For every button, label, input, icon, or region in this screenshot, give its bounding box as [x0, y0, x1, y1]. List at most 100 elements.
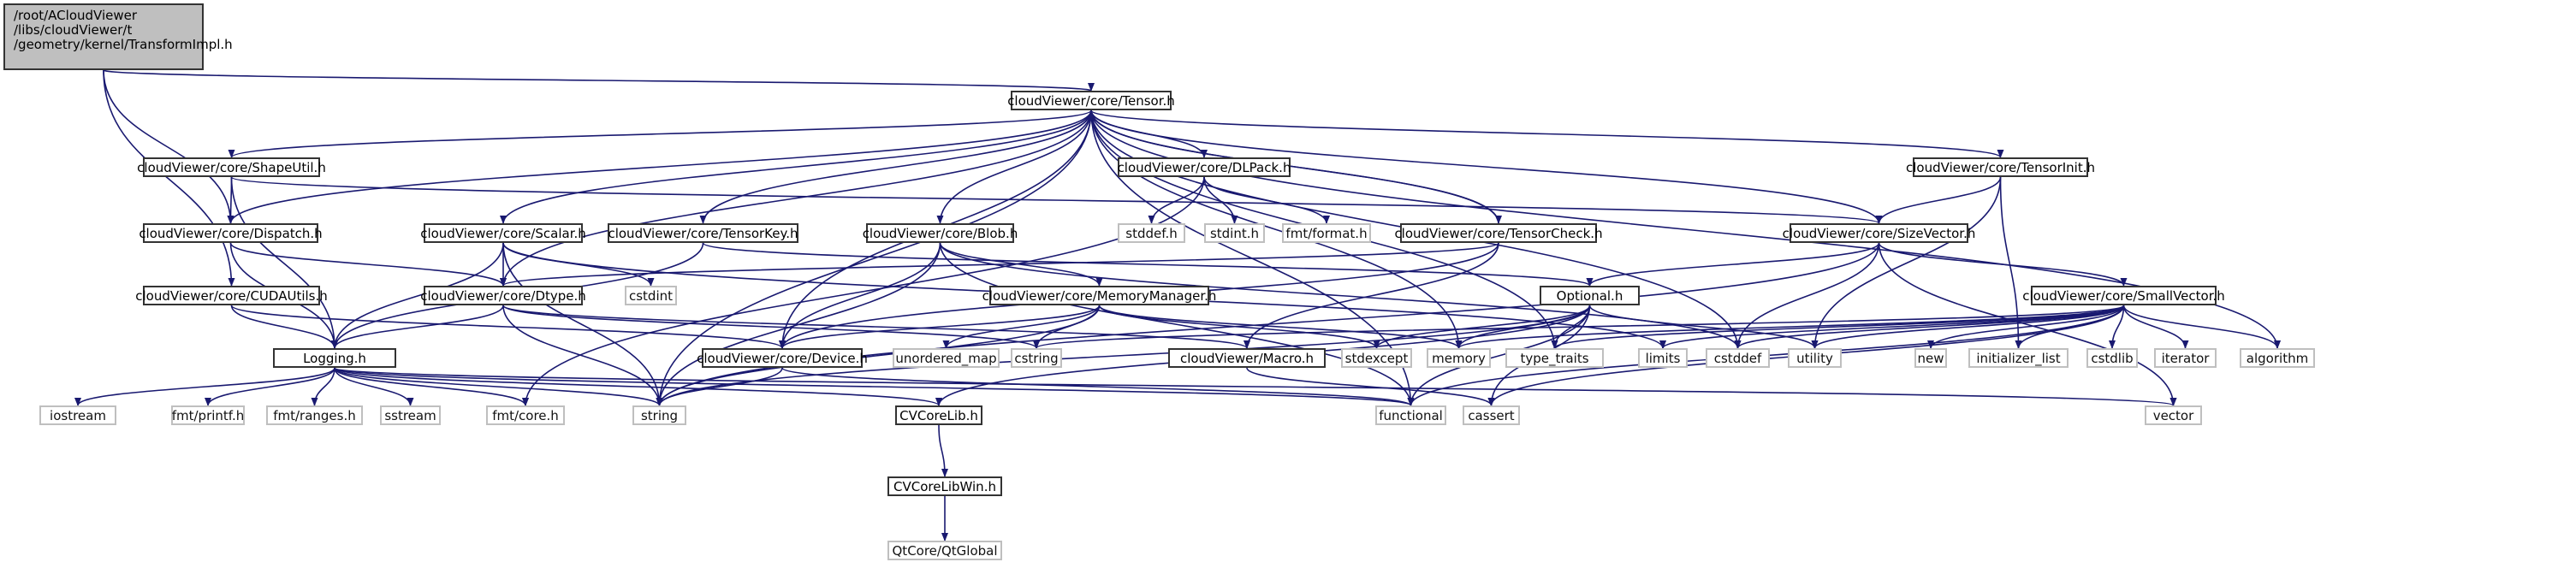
- node-initializer-list[interactable]: initializer_list: [1968, 348, 2069, 368]
- node-tensorinit[interactable]: cloudViewer/core/TensorInit.h: [1906, 157, 2095, 177]
- edge-logging-to-sstream: [334, 367, 414, 406]
- node-vector[interactable]: vector: [2145, 405, 2202, 425]
- edge-sizevector-to-string: [656, 242, 1880, 406]
- node-cstdint[interactable]: cstdint: [625, 286, 677, 305]
- edge-smallvector-to-cstring: [1033, 305, 2125, 349]
- edge-blob-to-device: [779, 242, 941, 349]
- edge-tensorcheck-to-tensor: [1088, 109, 1499, 224]
- node-root[interactable]: /root/ACloudViewer /libs/cloudViewer/t /…: [3, 3, 233, 70]
- node-tensorkey[interactable]: cloudViewer/core/TensorKey.h: [608, 223, 798, 243]
- edge-dtype-to-cstring: [502, 305, 1040, 349]
- node-utility[interactable]: utility: [1788, 348, 1842, 368]
- node-fmtcore[interactable]: fmt/core.h: [486, 405, 565, 425]
- edge-shapeutil-to-sizevector: [230, 176, 1882, 224]
- edge-tensorkey-to-optional: [702, 242, 1594, 287]
- edge-logging-to-cvcorelib: [334, 367, 942, 406]
- edge-tensor-to-dispatch: [227, 109, 1092, 224]
- node-cassert[interactable]: cassert: [1463, 405, 1520, 425]
- edge-logging-to-fmtprintf: [205, 367, 335, 406]
- node-functional[interactable]: functional: [1375, 405, 1446, 425]
- node-stddefh[interactable]: stddef.h: [1118, 223, 1185, 243]
- edge-memorymanager-to-memory: [1098, 305, 1463, 349]
- edge-smallvector-to-new: [1927, 305, 2125, 349]
- node-string[interactable]: string: [632, 405, 686, 425]
- node-sstream[interactable]: sstream: [380, 405, 441, 425]
- node-cvcorelib[interactable]: CVCoreLib.h: [895, 405, 982, 425]
- edge-device-to-functional: [781, 367, 1415, 406]
- node-fmtprintf[interactable]: fmt/printf.h: [171, 405, 245, 425]
- edge-tensorcheck-to-macro: [1243, 242, 1499, 349]
- edge-sizevector-to-optional: [1586, 242, 1880, 287]
- node-iostream[interactable]: iostream: [39, 405, 116, 425]
- edge-smallvector-to-limits: [1659, 305, 2125, 349]
- edge-dtype-to-logging: [331, 305, 504, 349]
- edge-cudautils-to-device: [230, 305, 786, 349]
- node-stdinth[interactable]: stdint.h: [1204, 223, 1265, 243]
- edge-tensor-to-sizevector: [1090, 109, 1883, 224]
- edge-dlpack-to-fmtcore: [522, 176, 1205, 406]
- node-fmtformat[interactable]: fmt/format.h: [1282, 223, 1371, 243]
- node-cudautils[interactable]: cloudViewer/core/CUDAUtils.h: [135, 286, 328, 305]
- edge-logging-to-string: [334, 367, 663, 406]
- node-smallvector[interactable]: cloudViewer/core/SmallVector.h: [2022, 286, 2225, 305]
- node-shapeutil[interactable]: cloudViewer/core/ShapeUtil.h: [137, 157, 326, 177]
- node-logging[interactable]: Logging.h: [273, 348, 396, 368]
- edge-tensor-to-shapeutil: [228, 109, 1092, 158]
- edge-optional-to-string: [656, 305, 1591, 406]
- node-cvcorelibwin[interactable]: CVCoreLibWin.h: [887, 476, 1002, 496]
- node-limits[interactable]: limits: [1638, 348, 1688, 368]
- node-new[interactable]: new: [1914, 348, 1947, 368]
- node-cstdlib[interactable]: cstdlib: [2086, 348, 2138, 368]
- node-sizevector[interactable]: cloudViewer/core/SizeVector.h: [1783, 223, 1975, 243]
- edge-logging-to-vector: [334, 367, 2176, 406]
- edge-smallvector-to-memory: [1455, 305, 2125, 349]
- edge-sizevector-to-smallvector: [1878, 242, 2128, 287]
- edge-scalar-to-logging: [331, 242, 504, 349]
- edge-cudautils-to-logging: [230, 305, 338, 349]
- edge-tensor-to-blob: [936, 109, 1092, 224]
- edge-logging-to-iostream: [74, 367, 335, 406]
- node-macro[interactable]: cloudViewer/Macro.h: [1168, 348, 1326, 368]
- edge-memorymanager-to-device: [779, 305, 1101, 349]
- edge-optional-to-utility: [1588, 305, 1819, 349]
- edge-dtype-to-macro: [502, 305, 1250, 349]
- edge-smallvector-to-iterator: [2122, 305, 2189, 349]
- node-blob[interactable]: cloudViewer/core/Blob.h: [863, 223, 1018, 243]
- node-stdexcept[interactable]: stdexcept: [1341, 348, 1412, 368]
- node-qtglobal[interactable]: QtCore/QtGlobal: [887, 541, 1002, 560]
- edge-dlpack-to-stdinth: [1203, 176, 1238, 224]
- edge-root-to-cudautils: [103, 69, 235, 287]
- edge-dispatch-to-dtype: [229, 242, 507, 287]
- node-scalar[interactable]: cloudViewer/core/Scalar.h: [420, 223, 586, 243]
- edge-dtype-to-string: [502, 305, 663, 406]
- node-dtype[interactable]: cloudViewer/core/Dtype.h: [420, 286, 586, 305]
- edge-smallvector-to-cstddef: [1734, 305, 2125, 349]
- node-fmtranges[interactable]: fmt/ranges.h: [266, 405, 363, 425]
- node-type-traits[interactable]: type_traits: [1505, 348, 1604, 368]
- node-cstring[interactable]: cstring: [1011, 348, 1062, 368]
- edge-tensor-to-tensorkey: [699, 109, 1092, 224]
- edge-dlpack-to-fmtformat: [1203, 176, 1330, 224]
- node-memorymanager[interactable]: cloudViewer/core/MemoryManager.h: [982, 286, 1216, 305]
- edge-scalar-to-string: [502, 242, 663, 406]
- edge-logging-to-fmtranges: [311, 367, 335, 406]
- node-memory[interactable]: memory: [1427, 348, 1491, 368]
- node-unordered-map[interactable]: unordered_map: [893, 348, 1000, 368]
- edge-optional-to-stdexcept: [1373, 305, 1591, 349]
- edge-tensor-to-string: [656, 109, 1092, 406]
- edge-tensor-to-tensorinit: [1090, 109, 2004, 158]
- edge-smallvector-to-utility: [1811, 305, 2125, 349]
- node-dlpack[interactable]: cloudViewer/core/DLPack.h: [1118, 157, 1291, 177]
- node-algorithm[interactable]: algorithm: [2240, 348, 2315, 368]
- node-tensor[interactable]: cloudViewer/core/Tensor.h: [1007, 91, 1175, 110]
- node-iterator[interactable]: iterator: [2154, 348, 2217, 368]
- edge-root-to-dispatch: [103, 69, 234, 224]
- node-device[interactable]: cloudViewer/core/Device.h: [697, 348, 868, 368]
- node-dispatch[interactable]: cloudViewer/core/Dispatch.h: [139, 223, 323, 243]
- node-optional[interactable]: Optional.h: [1540, 286, 1640, 305]
- edge-tensor-to-memory: [1090, 109, 1463, 349]
- edge-logging-to-functional: [334, 367, 1414, 406]
- node-tensorcheck[interactable]: cloudViewer/core/TensorCheck.h: [1394, 223, 1603, 243]
- node-cstddef[interactable]: cstddef: [1706, 348, 1770, 368]
